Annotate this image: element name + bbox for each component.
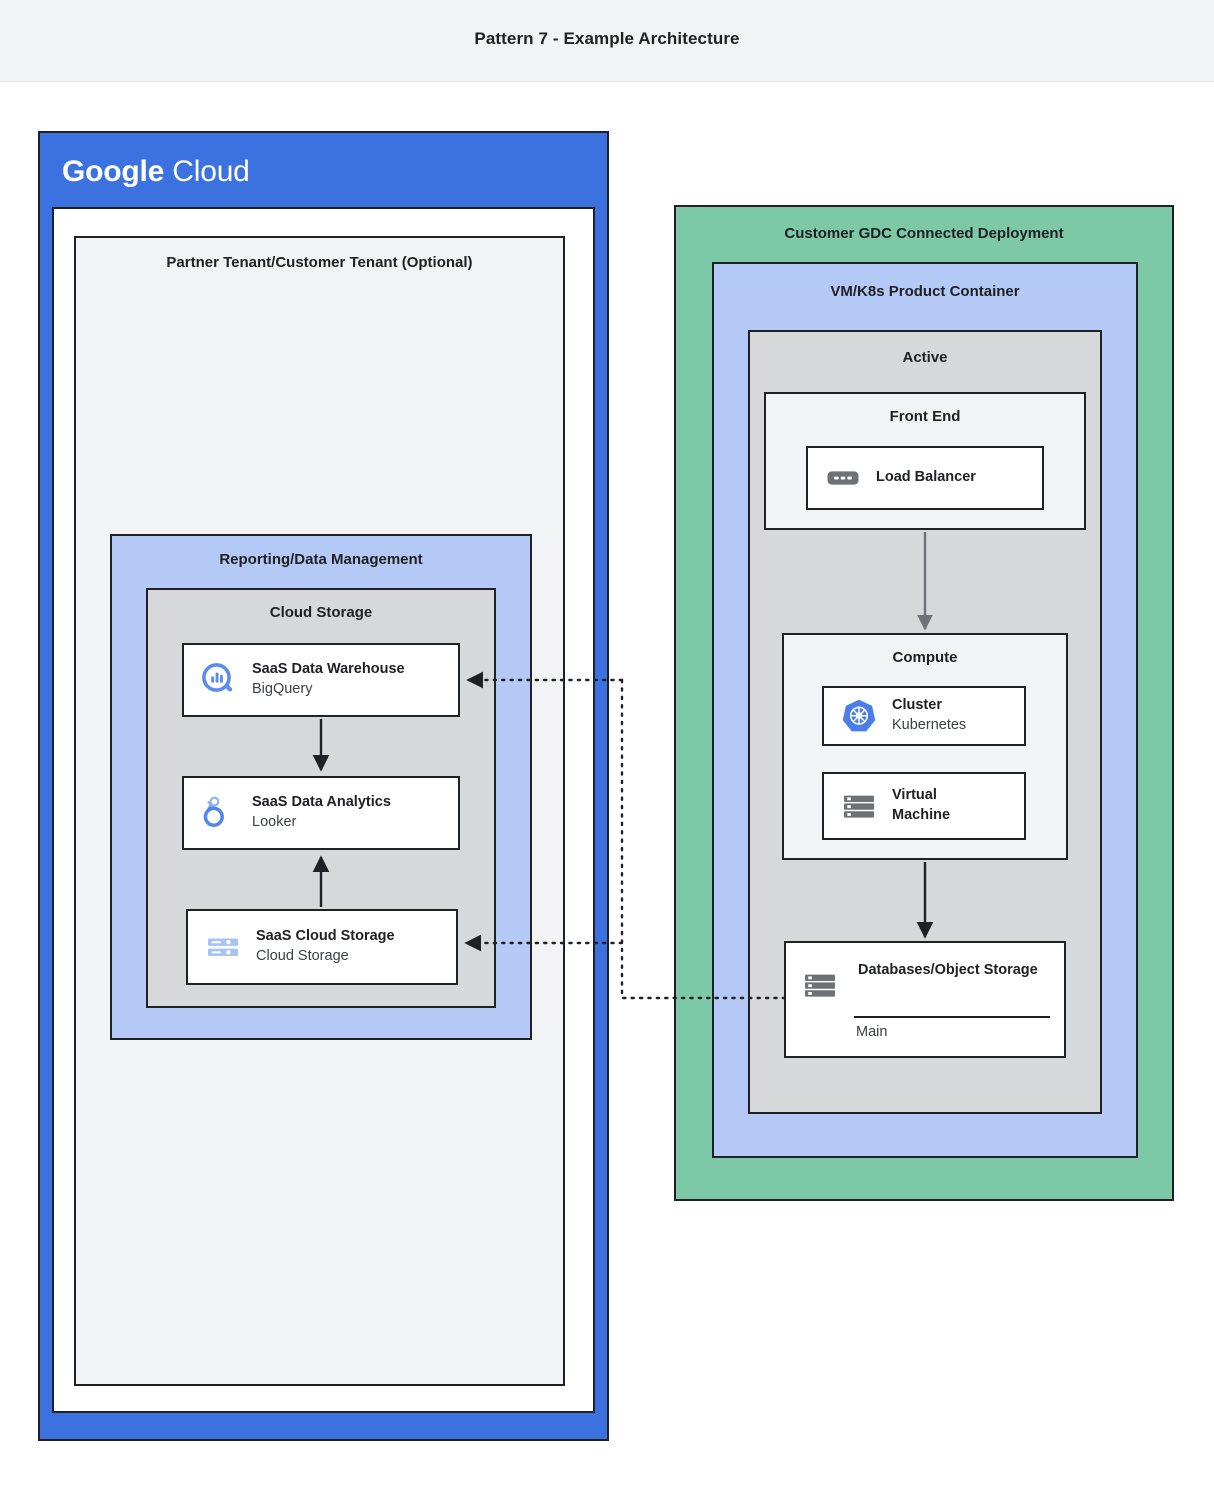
saas-cloud-storage-card[interactable]: SaaS Cloud Storage Cloud Storage <box>186 909 458 985</box>
kubernetes-icon <box>838 695 880 737</box>
cloud-storage-icon <box>202 926 244 968</box>
load-balancer-text: Load Balancer <box>876 468 976 488</box>
virtual-machine-title-line2: Machine <box>892 807 951 823</box>
saas-data-analytics-card[interactable]: SaaS Data Analytics Looker <box>182 776 460 850</box>
vm-k8s-product-title: VM/K8s Product Container <box>830 283 1020 300</box>
cluster-text: Cluster Kubernetes <box>892 696 966 735</box>
google-cloud-logo: Google Cloud <box>62 155 250 189</box>
virtual-machine-text: Virtual Machine <box>892 786 950 825</box>
google-cloud-logo-cloud: Cloud <box>172 155 250 188</box>
load-balancer-title: Load Balancer <box>876 469 976 486</box>
saas-data-warehouse-title: SaaS Data Warehouse <box>252 661 405 678</box>
customer-gdc-deployment-title: Customer GDC Connected Deployment <box>784 225 1064 242</box>
saas-data-warehouse-card[interactable]: SaaS Data Warehouse BigQuery <box>182 643 460 717</box>
cluster-title: Cluster <box>892 697 942 714</box>
front-end-title: Front End <box>889 408 961 425</box>
reporting-data-management-title: Reporting/Data Management <box>219 551 423 568</box>
virtual-machine-card[interactable]: Virtual Machine <box>822 772 1026 840</box>
header-bar <box>0 0 1214 82</box>
looker-icon <box>198 792 240 834</box>
cluster-card[interactable]: Cluster Kubernetes <box>822 686 1026 746</box>
databases-object-storage-card[interactable]: Databases/Object Storage Main <box>784 941 1066 1058</box>
google-cloud-logo-google: Google <box>62 155 165 188</box>
saas-cloud-storage-title: SaaS Cloud Storage <box>256 928 395 945</box>
virtual-machine-title-line1: Virtual <box>892 787 937 804</box>
saas-cloud-storage-subtitle: Cloud Storage <box>256 948 349 964</box>
partner-tenant-title: Partner Tenant/Customer Tenant (Optional… <box>166 254 473 271</box>
virtual-machine-icon <box>838 785 880 827</box>
bigquery-icon <box>198 659 240 701</box>
active-title: Active <box>902 349 948 366</box>
saas-data-analytics-subtitle: Looker <box>252 814 297 830</box>
page-title: Pattern 7 - Example Architecture <box>474 29 740 48</box>
compute-title: Compute <box>892 649 958 666</box>
load-balancer-card[interactable]: Load Balancer <box>806 446 1044 510</box>
saas-data-warehouse-text: SaaS Data Warehouse BigQuery <box>252 660 405 699</box>
saas-cloud-storage-text: SaaS Cloud Storage Cloud Storage <box>256 927 395 966</box>
database-icon <box>800 965 840 1005</box>
databases-divider <box>854 1016 1050 1018</box>
cluster-subtitle: Kubernetes <box>892 717 967 733</box>
saas-data-warehouse-subtitle: BigQuery <box>252 681 313 697</box>
databases-object-storage-title: Databases/Object Storage <box>858 962 1038 978</box>
databases-detail: Main <box>856 1024 888 1040</box>
cloud-storage-title: Cloud Storage <box>269 604 373 621</box>
saas-data-analytics-text: SaaS Data Analytics Looker <box>252 793 391 832</box>
saas-data-analytics-title: SaaS Data Analytics <box>252 794 391 811</box>
load-balancer-icon <box>822 457 864 499</box>
